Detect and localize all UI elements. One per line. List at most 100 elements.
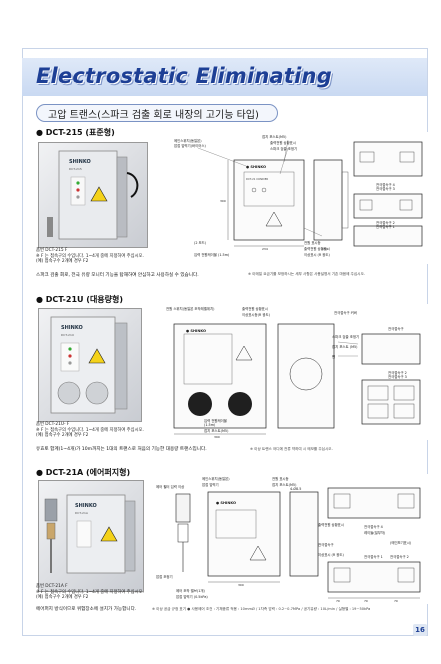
svg-text:(2 모드): (2 모드): [194, 241, 207, 245]
svg-text:● SHINKO: ● SHINKO: [216, 501, 236, 505]
svg-text:레이들(밀부착): 레이들(밀부착): [364, 530, 386, 535]
top-view-outline: [327, 487, 421, 519]
side-view-outline: [289, 491, 319, 577]
svg-text:출력전원 상황표시: 출력전원 상황표시: [304, 246, 330, 251]
svg-text:메인스위치(동일본): 메인스위치(동일본): [202, 476, 230, 481]
svg-text:전극접속구: 전극접속구: [388, 326, 404, 331]
section-heading-dct215: ● DCT-215 (표준형): [36, 128, 115, 137]
footnote-dct21a: ※ 이상 공급 규정 표기 ● 사용에어 조건 : 기체종류 적용 : 10mm…: [152, 607, 371, 611]
dimension-drawing-dct215: ● SHINKO DCT-21 CONDIER 234 300 150 메인스위…: [154, 132, 430, 264]
footnote-dct21u: ※ 이상 트랜스 어디에 전류 약하여 시 메모를 주십시오.: [250, 447, 333, 451]
svg-text:압접 압력기: 압접 압력기: [202, 482, 219, 487]
caption-dct215: 스파크 검출 회로, 전극 유량 모니터 기능을 탑재하여 안심하고 사용하실 …: [36, 273, 199, 278]
svg-text:입력 전원케이블: 입력 전원케이블: [204, 418, 227, 423]
svg-text:접지 포스트(M5): 접지 포스트(M5): [262, 134, 287, 139]
svg-text:출력전원 상황표시: 출력전원 상황표시: [270, 140, 296, 145]
page-title: Electrostatic Eliminating: [36, 64, 332, 88]
top-view-outline: [361, 333, 421, 365]
model-label: DCT-21A: [75, 511, 89, 515]
svg-text:이상표시등(R 광도): 이상표시등(R 광도): [242, 312, 271, 317]
svg-text:● SHINKO: ● SHINKO: [186, 329, 206, 333]
svg-text:전극접속구 1: 전극접속구 1: [364, 554, 383, 559]
svg-text:전극접속구 2: 전극접속구 2: [390, 554, 409, 559]
svg-text:전극접속구 3: 전극접속구 3: [376, 186, 395, 191]
product-photo-dct215: SHINKO DCT-215: [38, 142, 148, 248]
svg-text:전극접속구 2: 전극접속구 2: [376, 220, 395, 225]
svg-text:압접 압력기 (0.5kPa): 압접 압력기 (0.5kPa): [176, 594, 208, 599]
product-illustration: SHINKO DCT-21U: [50, 316, 128, 414]
svg-text:전극접속구 3: 전극접속구 3: [388, 374, 407, 379]
bottom-view-outline: [361, 379, 421, 425]
svg-text:390: 390: [214, 435, 220, 439]
subtitle-box: [36, 104, 278, 122]
page-subtitle: 고압 트랜스(스파크 검출 회로 내장의 고기능 타입): [48, 110, 259, 121]
caption-dct21a: 에어퍼지 방식이므로 위험장소에 설치가 가능합니다.: [36, 607, 137, 612]
product-photo-dct21u: SHINKO DCT-21U: [38, 308, 142, 422]
svg-text:300: 300: [238, 583, 244, 587]
front-view-outline: [173, 323, 267, 429]
svg-text:● SHINKO: ● SHINKO: [246, 165, 266, 169]
product-illustration: SHINKO DCT-21A: [44, 494, 136, 574]
front-view-outline: [233, 159, 305, 241]
svg-text:전극접속구 4: 전극접속구 4: [364, 524, 383, 529]
svg-text:접지 포스트(M5): 접지 포스트(M5): [204, 428, 229, 433]
svg-text:출력전원 상황표시: 출력전원 상황표시: [318, 522, 344, 527]
title-band: [22, 58, 427, 96]
svg-text:150: 150: [322, 247, 328, 251]
brand-label: SHINKO: [61, 325, 83, 331]
svg-text:(메인보기표시): (메인보기표시): [390, 540, 412, 545]
svg-text:전원 표시등: 전원 표시등: [272, 476, 289, 481]
svg-text:70: 70: [394, 599, 398, 603]
svg-text:스파크 검출 조정기: 스파크 검출 조정기: [332, 334, 359, 339]
model-label: DCT-215: [69, 167, 82, 171]
svg-text:메인스위치(동일본): 메인스위치(동일본): [174, 138, 202, 143]
dimension-drawing-dct21u: ● SHINKO 390 전원 스위치(동일본 조작레벨위치) 출력전원 상황표…: [150, 304, 430, 440]
bottom-view-outline: [353, 193, 423, 219]
svg-text:전원 표시등: 전원 표시등: [304, 240, 321, 245]
model-label: DCT-21U: [61, 333, 74, 337]
top-view-outline: [353, 141, 423, 177]
svg-text:스파크 검출 조정기: 스파크 검출 조정기: [270, 146, 297, 151]
svg-text:전극접속구 2: 전극접속구 2: [388, 370, 407, 375]
section-heading-dct21u: ● DCT-21U (대용량형): [36, 295, 124, 304]
svg-text:이상표시 (R 광도): 이상표시 (R 광도): [304, 252, 331, 257]
svg-text:234: 234: [262, 247, 268, 251]
product-photo-dct21a: SHINKO DCT-21A: [38, 480, 144, 592]
svg-text:압접 조정기: 압접 조정기: [156, 574, 173, 579]
order-note-dct21u: 품번 DCT-21U- F ※ F 는 접속구의 수입니다. 1~4개 중에 지…: [36, 422, 144, 439]
svg-text:전극접속구 1: 전극접속구 1: [376, 224, 395, 229]
svg-text:접지 포스트 (M5): 접지 포스트 (M5): [332, 344, 358, 349]
page-number: 16: [413, 624, 427, 636]
svg-text:에어 조작 밸브(1개): 에어 조작 밸브(1개): [176, 588, 205, 593]
product-illustration: SHINKO DCT-215: [47, 150, 139, 240]
svg-text:(1.5m): (1.5m): [204, 423, 216, 427]
order-note-dct21a: 품번 DCT-21A F ※ F 는 접속구의 수입니다. 1~4개 중에 지정…: [36, 584, 144, 601]
brand-label: SHINKO: [69, 159, 91, 165]
svg-text:전극접속구 4: 전극접속구 4: [376, 182, 395, 187]
bottom-view-outline: [327, 561, 421, 593]
svg-text:이상표시 (R 광도): 이상표시 (R 광도): [318, 552, 345, 557]
svg-text:접지 포스트(M5): 접지 포스트(M5): [272, 482, 297, 487]
svg-text:300: 300: [220, 199, 226, 203]
side-view-outline: [277, 323, 335, 429]
svg-text:70: 70: [336, 599, 340, 603]
svg-text:압접 압력기(바이어스): 압접 압력기(바이어스): [174, 143, 206, 148]
svg-text:입력 전원케이블 (1.5m): 입력 전원케이블 (1.5m): [194, 252, 230, 257]
section-heading-dct21a: ● DCT-21A (에어퍼지형): [36, 468, 131, 477]
svg-text:전극접속구 커버: 전극접속구 커버: [334, 310, 357, 315]
brand-label: SHINKO: [75, 503, 97, 509]
footnote-dct215: ※ 이메일 요금기를 보정하시는 세부 사항은 사용설명서 기존 마음에 주십시…: [248, 272, 365, 276]
svg-text:팬: 팬: [332, 354, 335, 359]
svg-text:DCT-21 CONDIER: DCT-21 CONDIER: [246, 177, 268, 181]
svg-text:에어 필터 입력 이상: 에어 필터 입력 이상: [156, 484, 184, 489]
dimension-drawing-dct21a: ● SHINKO 70 70 70 300 메인스위치(동일본) 압접 압력기 …: [150, 474, 428, 604]
front-view-outline: [207, 491, 281, 577]
svg-text:전원 스위치(동일본 조작레벨위치): 전원 스위치(동일본 조작레벨위치): [166, 306, 215, 311]
svg-text:70: 70: [364, 599, 368, 603]
svg-text:4-Ø8.5: 4-Ø8.5: [290, 486, 301, 491]
svg-text:전극접속구: 전극접속구: [318, 542, 334, 547]
caption-dct21u: 유효토 합계(1~4개)가 10m까지는 1대의 트랜스로 처음의 기능한 대용…: [36, 447, 207, 452]
svg-text:출력전원 상황표시: 출력전원 상황표시: [242, 306, 268, 311]
order-note-dct215: 품번 DCT-215 F ※ F 는 접속구의 수입니다. 1~4개 중에 지정…: [36, 248, 144, 265]
side-view-outline: [313, 159, 343, 241]
